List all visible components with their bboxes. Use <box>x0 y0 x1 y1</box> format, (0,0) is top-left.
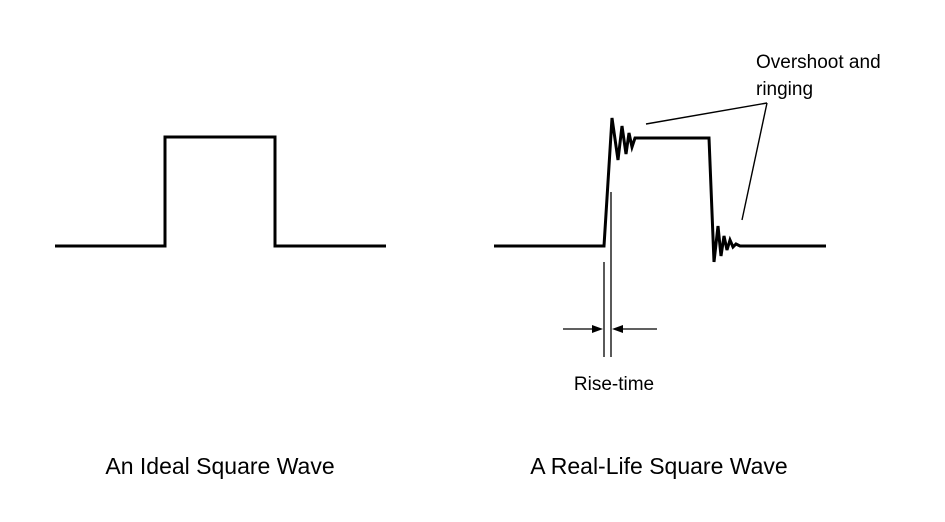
overshoot-pointer-bottom <box>741 102 768 221</box>
ideal-square-wave-caption: An Ideal Square Wave <box>105 453 334 479</box>
rise-time-label: Rise-time <box>574 374 654 395</box>
real-square-waveform <box>494 117 826 263</box>
real-square-wave-panel: Rise-time Overshoot and ringing A Real-L… <box>494 52 881 479</box>
overshoot-label-line2: ringing <box>756 79 813 100</box>
ideal-square-waveform <box>55 135 386 248</box>
ideal-square-wave-panel: An Ideal Square Wave <box>55 135 386 479</box>
real-square-wave-caption: A Real-Life Square Wave <box>530 453 787 479</box>
overshoot-pointer-top <box>645 102 768 125</box>
rise-time-arrow-right-head <box>612 325 623 333</box>
rise-time-arrow-left-head <box>592 325 603 333</box>
overshoot-label-line1: Overshoot and <box>756 52 881 73</box>
